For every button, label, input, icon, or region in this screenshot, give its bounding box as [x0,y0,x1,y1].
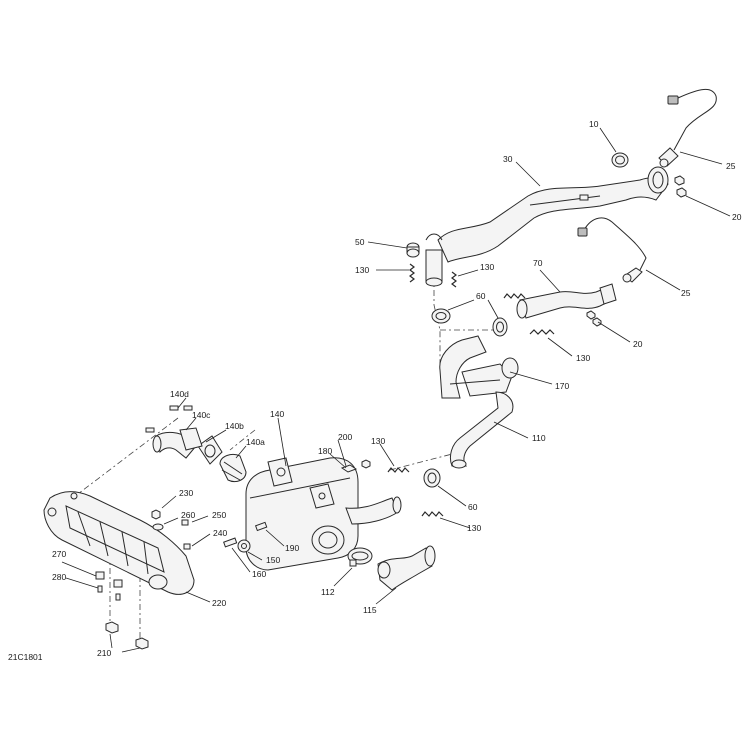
nut-230 [151,509,161,520]
clip-270 [95,571,123,588]
callout-60-a: 60 [476,291,486,301]
callout-25-lower: 25 [681,288,691,298]
pipe-70 [516,283,617,319]
callout-150: 150 [266,555,280,565]
callout-140b: 140b [225,421,244,431]
callout-260: 260 [181,510,195,520]
nuts-20-upper [674,175,687,198]
callout-210: 210 [97,648,111,658]
gasket-140a [219,453,247,483]
leader-lines [61,127,731,653]
oxygen-sensor-lower [577,217,647,283]
callout-50: 50 [355,237,365,247]
gasket-60-b [492,317,508,337]
callout-130-d: 130 [371,436,385,446]
callout-labels: 10 25 20 30 50 130 130 70 60 25 20 130 1… [8,119,742,662]
screw-280 [97,585,121,601]
callout-180: 180 [318,446,332,456]
y-pipe-170 [439,335,519,399]
spring-130-c [503,293,526,299]
oxygen-sensor-upper [658,89,717,168]
washer-180 [340,464,358,473]
screw-250 [181,519,189,526]
callout-70: 70 [533,258,543,268]
header-pipe-30 [425,166,669,287]
callout-240: 240 [213,528,227,538]
callout-25-upper: 25 [726,161,736,171]
bushing-150 [237,539,251,553]
nut-200 [361,459,371,469]
callout-30: 30 [503,154,513,164]
gasket-60-c [423,468,441,488]
spring-130-a [409,263,415,283]
callout-280: 280 [52,572,66,582]
callout-130-c: 130 [576,353,590,363]
pipe-140c [152,427,203,459]
callout-230: 230 [179,488,193,498]
callout-110: 110 [532,433,546,443]
callout-130-a: 130 [355,265,369,275]
spring-130-e [387,467,410,473]
spring-130-f [421,511,444,517]
pipe-110 [449,391,514,469]
callout-20-lower: 20 [633,339,643,349]
muffler-140 [245,457,402,571]
tailpipe-115 [377,545,436,591]
gasket-10 [611,152,629,168]
callout-10: 10 [589,119,599,129]
studs-140d [145,405,193,433]
flange-140b [197,435,223,465]
gasket-60-a [431,308,451,324]
callout-170: 170 [555,381,569,391]
callout-140: 140 [270,409,284,419]
diagram-code: 21C1801 [8,652,43,662]
callout-190: 190 [285,543,299,553]
spring-130-b [451,271,457,288]
callout-130-e: 130 [467,523,481,533]
callout-140d: 140d [170,389,189,399]
callout-20-upper: 20 [732,212,742,222]
plug-50 [406,242,420,258]
callout-140c: 140c [192,410,211,420]
callout-140a: 140a [246,437,265,447]
callout-160: 160 [252,569,266,579]
spring-130-d [529,329,555,335]
bolt-160 [223,537,238,548]
callout-200: 200 [338,432,352,442]
callout-115: 115 [363,605,377,615]
callout-60-b: 60 [468,502,478,512]
nuts-20-lower [586,310,602,327]
bolt-190 [254,521,268,532]
washer-260 [152,523,164,531]
callout-270: 270 [52,549,66,559]
screw-240 [183,543,191,550]
clamp-112 [347,547,373,567]
grommets-210 [105,621,149,650]
callout-220: 220 [212,598,226,608]
callout-130-b: 130 [480,262,494,272]
callout-112: 112 [321,587,335,597]
heat-shield-220 [43,491,195,595]
callout-250: 250 [212,510,226,520]
